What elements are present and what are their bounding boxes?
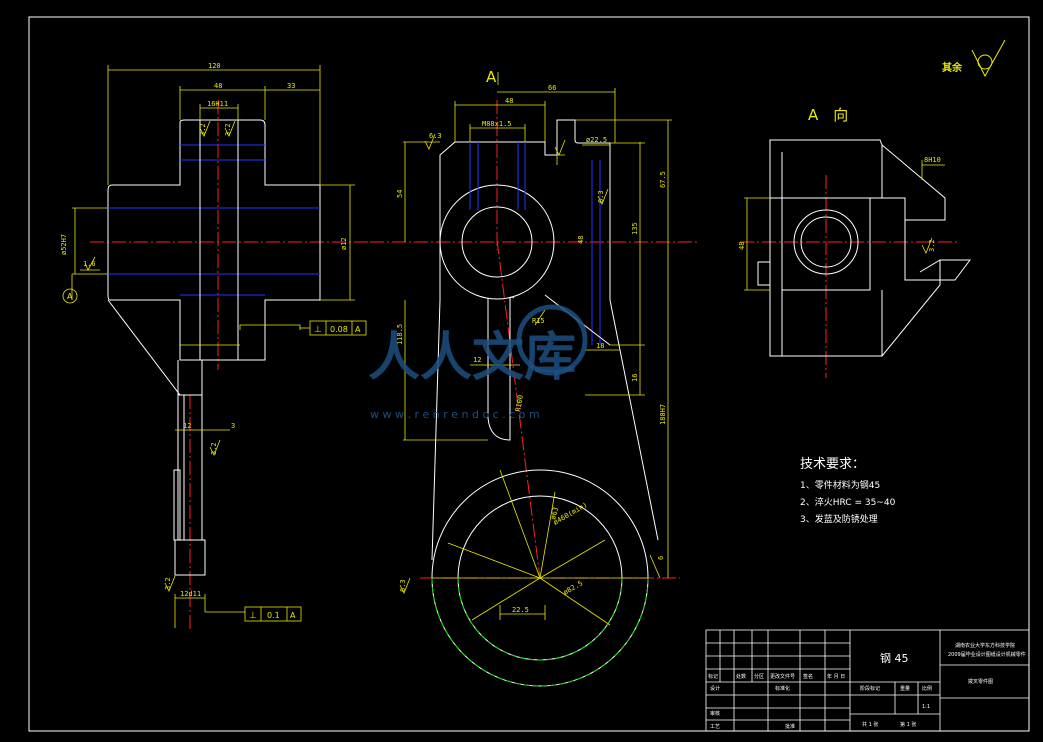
svg-text:ø63: ø63 (549, 506, 560, 520)
view-label-a: A (486, 68, 497, 86)
svg-text:3.2: 3.2 (164, 577, 172, 590)
other-roughness: 其余 (942, 39, 1006, 78)
svg-text:年 月 日: 年 月 日 (827, 673, 845, 680)
side-view-dims (399, 88, 672, 626)
svg-text:12: 12 (183, 422, 191, 430)
svg-text:16: 16 (631, 374, 639, 382)
svg-text:3.2: 3.2 (928, 239, 936, 252)
svg-text:12: 12 (473, 356, 481, 364)
svg-text:⊥: ⊥ (314, 325, 322, 335)
svg-text:技术要求：: 技术要求： (800, 457, 865, 472)
svg-text:3.2: 3.2 (199, 123, 207, 136)
svg-text:工艺: 工艺 (710, 724, 720, 730)
svg-text:ø22.5: ø22.5 (586, 136, 607, 144)
svg-text:A: A (67, 292, 73, 301)
a-view (740, 139, 971, 378)
front-view (90, 100, 370, 630)
svg-text:拨叉零件图: 拨叉零件图 (968, 678, 993, 685)
svg-text:R15: R15 (532, 317, 545, 325)
svg-text:共 1 张: 共 1 张 (862, 721, 878, 728)
svg-text:1、零件材料为钢45: 1、零件材料为钢45 (800, 479, 880, 491)
svg-text:1.6: 1.6 (83, 260, 96, 268)
svg-text:2、淬火HRC = 35~40: 2、淬火HRC = 35~40 (800, 496, 896, 508)
svg-text:1:1: 1:1 (922, 704, 930, 710)
svg-text:A: A (290, 611, 296, 620)
svg-text:⊥: ⊥ (249, 611, 257, 621)
svg-text:ø52H7: ø52H7 (60, 234, 68, 255)
title-block-text: 钢 45 湖南农业大学东方科技学院 2009届毕业设计图纸设计机械零件 拨叉零件… (708, 642, 1026, 730)
side-view (370, 100, 700, 687)
svg-text:A: A (355, 325, 361, 334)
svg-text:3.2: 3.2 (224, 123, 232, 136)
svg-text:118.5: 118.5 (396, 324, 404, 345)
svg-text:48: 48 (577, 236, 585, 244)
svg-text:设计: 设计 (710, 685, 720, 692)
a-view-title: A 向 (808, 106, 848, 124)
svg-text:8H10: 8H10 (924, 156, 941, 164)
tech-requirements: 技术要求： 1、零件材料为钢45 2、淬火HRC = 35~40 3、发蓝及防锈… (800, 457, 896, 525)
svg-text:66: 66 (548, 84, 556, 92)
svg-text:3、发蓝及防锈处理: 3、发蓝及防锈处理 (800, 513, 878, 525)
svg-text:22.5: 22.5 (512, 606, 529, 614)
title-block (705, 629, 1030, 732)
svg-text:3: 3 (231, 422, 235, 430)
svg-text:33: 33 (287, 82, 295, 90)
svg-text:0.1: 0.1 (267, 611, 280, 620)
svg-text:3.2: 3.2 (210, 442, 218, 455)
svg-text:6.3: 6.3 (399, 579, 407, 592)
svg-text:0.08: 0.08 (330, 325, 348, 334)
svg-text:ø82.5: ø82.5 (562, 579, 584, 596)
svg-text:签名: 签名 (803, 673, 813, 680)
svg-text:6.3: 6.3 (597, 190, 605, 203)
svg-text:180H7: 180H7 (659, 404, 667, 425)
svg-text:处数: 处数 (736, 673, 746, 680)
svg-text:更改文件号: 更改文件号 (770, 673, 795, 680)
svg-text:批准: 批准 (785, 723, 795, 730)
svg-text:第 1 张: 第 1 张 (900, 721, 916, 728)
svg-text:重量: 重量 (900, 685, 910, 692)
front-view-dims (62, 65, 367, 628)
svg-text:湖南农业大学东方科技学院: 湖南农业大学东方科技学院 (955, 642, 1015, 649)
svg-text:M88x1.5: M88x1.5 (482, 120, 512, 128)
material-label: 钢 45 (880, 652, 909, 665)
svg-text:w w w . r e n r e n d o c . c: w w w . r e n r e n d o c . c o m (370, 408, 540, 421)
svg-text:审核: 审核 (710, 710, 720, 717)
front-view-dim-text: 120 48 33 16H11 ø52H7 ø12 1.6 3.2 3.2 12… (60, 62, 361, 621)
svg-text:18: 18 (596, 342, 604, 350)
a-view-dims (744, 160, 945, 291)
drawing-border (28, 16, 1030, 732)
svg-text:48: 48 (738, 242, 746, 250)
a-view-text: A 向 48 8H10 3.2 (738, 106, 941, 252)
svg-text:阶段标记: 阶段标记 (860, 685, 880, 692)
svg-text:2009届毕业设计图纸设计机械零件: 2009届毕业设计图纸设计机械零件 (948, 651, 1026, 658)
svg-text:标准化: 标准化 (775, 685, 790, 692)
svg-text:135: 135 (631, 222, 639, 235)
svg-text:67.5: 67.5 (659, 171, 667, 188)
svg-text:48: 48 (505, 97, 513, 105)
svg-text:12d11: 12d11 (180, 590, 201, 598)
svg-text:其余: 其余 (942, 61, 963, 74)
svg-text:54: 54 (396, 190, 404, 198)
svg-text:人人文库: 人人文库 (368, 327, 576, 388)
svg-text:120: 120 (208, 62, 221, 70)
svg-text:比例: 比例 (922, 685, 932, 692)
svg-text:6: 6 (657, 556, 665, 560)
svg-text:16H11: 16H11 (207, 100, 228, 108)
svg-text:分区: 分区 (754, 673, 764, 680)
svg-text:48: 48 (214, 82, 222, 90)
watermark: 人人文库 w w w . r e n r e n d o c . c o m (368, 304, 588, 421)
svg-text:6.3: 6.3 (429, 132, 442, 140)
svg-text:ø12: ø12 (340, 237, 348, 250)
svg-text:标记: 标记 (708, 673, 718, 680)
svg-text:R100: R100 (514, 394, 525, 412)
